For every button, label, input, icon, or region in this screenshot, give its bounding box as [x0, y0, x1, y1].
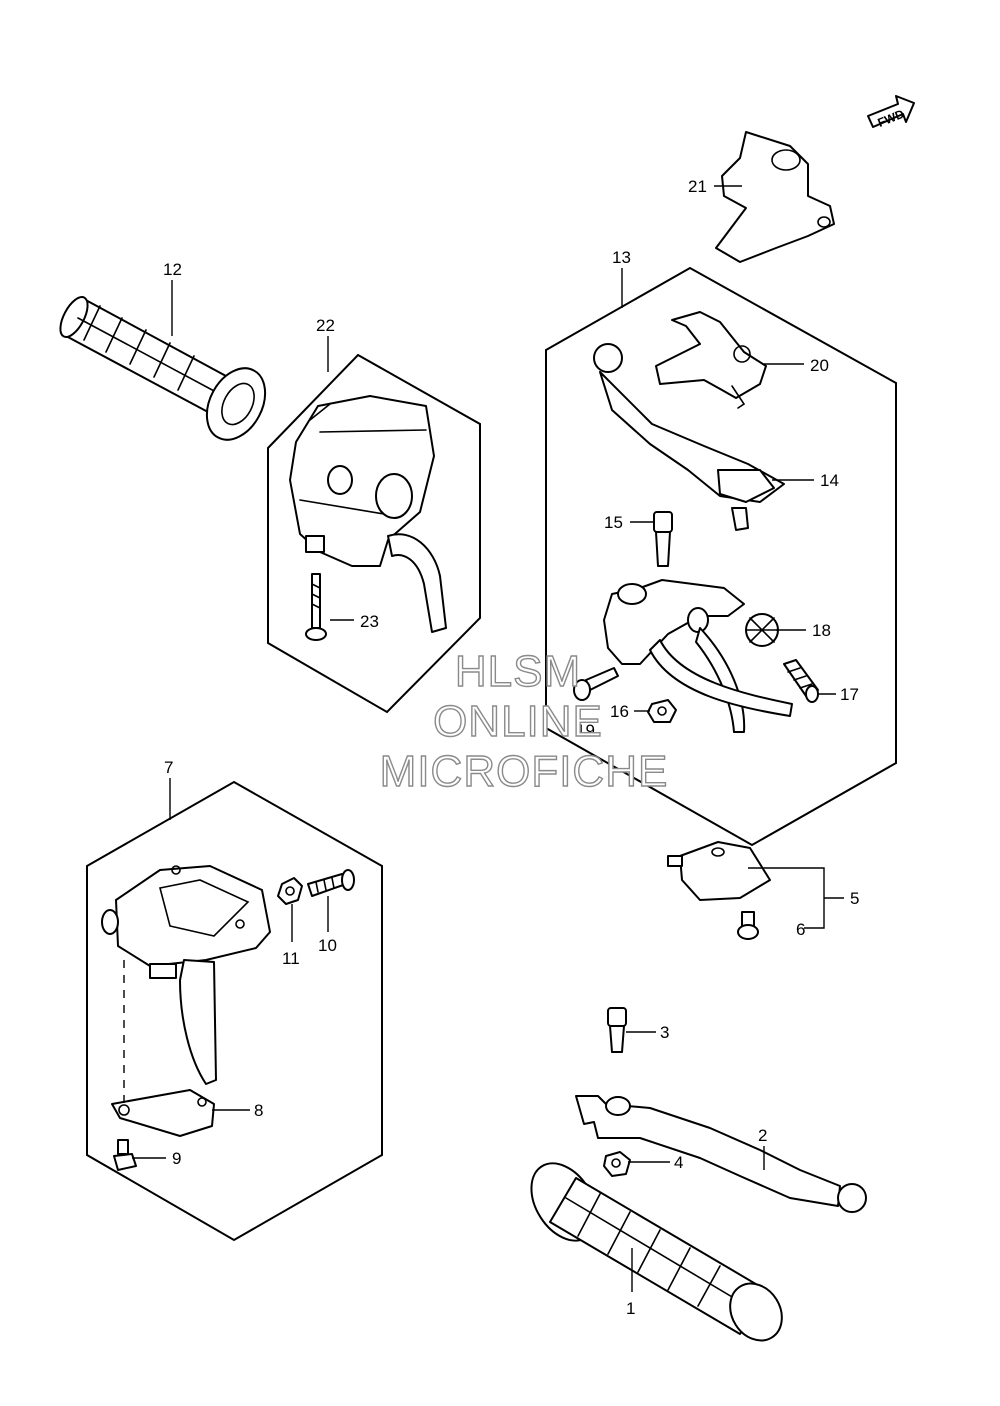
watermark: HLSM ONLINE MICROFICHE	[379, 646, 669, 796]
leader-lines	[132, 185, 844, 1292]
callout-10: 10	[318, 936, 337, 955]
bolt-part-9	[113, 1139, 137, 1171]
callout-1: 1	[626, 1299, 635, 1318]
callout-14: 14	[820, 471, 839, 490]
assembly-frame-7	[86, 780, 383, 1242]
screw-part-19	[573, 667, 619, 701]
nut-part-16	[647, 699, 677, 723]
clutch-lever-part-2	[575, 1095, 867, 1213]
left-grip-part-12	[59, 296, 267, 441]
switch-housing-part-22	[289, 395, 447, 633]
forward-arrow-icon: FWD	[867, 95, 915, 130]
nut-part-4	[603, 1151, 631, 1177]
throttle-housing-part-7	[101, 865, 271, 1085]
pivot-bolt-part-15	[653, 511, 673, 567]
plate-part-8	[111, 1089, 215, 1137]
pivot-bolt-part-3	[607, 1007, 627, 1053]
screw-part-6	[737, 911, 759, 940]
callout-18: 18	[812, 621, 831, 640]
callout-16: 16	[610, 702, 629, 721]
callout-9: 9	[172, 1149, 181, 1168]
callout-7: 7	[164, 758, 173, 777]
callout-23: 23	[360, 612, 379, 631]
lever-holder	[603, 579, 793, 733]
callout-labels: 12 22 13 21 20 14 15 18 17 16 19 23 5 6 …	[163, 177, 859, 1318]
assembly-frame-22	[267, 353, 481, 714]
watermark-line-3: MICROFICHE	[380, 747, 669, 796]
callout-22: 22	[316, 316, 335, 335]
callout-6: 6	[796, 920, 805, 939]
callout-11: 11	[282, 949, 300, 968]
callout-3: 3	[660, 1023, 669, 1042]
right-grip-part-1	[530, 1162, 783, 1342]
callout-8: 8	[254, 1101, 263, 1120]
callout-19: 19	[576, 721, 595, 740]
screw-part-10	[307, 869, 355, 897]
callout-12: 12	[163, 260, 182, 279]
callout-17: 17	[840, 685, 859, 704]
cover-part-21	[715, 131, 835, 263]
watermark-line-1: HLSM	[455, 647, 581, 696]
callout-15: 15	[604, 513, 623, 532]
screw-part-23	[305, 573, 327, 641]
brake-lever-part-14	[593, 343, 785, 531]
watermark-line-2: ONLINE	[433, 697, 603, 746]
callout-2: 2	[758, 1126, 767, 1145]
callout-5: 5	[850, 889, 859, 908]
bolt-part-17	[783, 659, 819, 703]
callout-20: 20	[810, 356, 829, 375]
brake-switch-part-5	[667, 841, 771, 901]
callout-4: 4	[674, 1153, 683, 1172]
callout-21: 21	[688, 177, 707, 196]
callout-13: 13	[612, 248, 631, 267]
nut-part-11	[277, 877, 303, 905]
adjuster-part-18	[745, 613, 779, 647]
bracket-part-20	[655, 311, 767, 409]
assembly-frame-13	[545, 266, 897, 847]
